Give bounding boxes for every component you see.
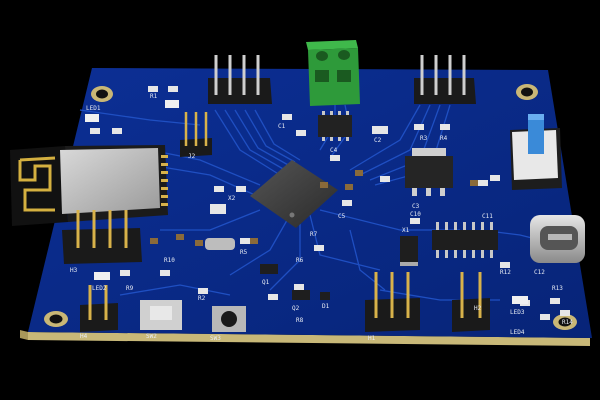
label-r9: R9 [126,285,134,292]
leds [85,100,528,304]
header-h2 [452,272,490,332]
smd-components [90,86,570,320]
label-r10: R10 [164,257,175,264]
eeprom-chip [318,111,352,141]
slide-switch[interactable] [510,114,562,190]
mcu-chip [250,160,338,228]
label-led1: LED1 [86,105,101,112]
label-c3: C3 [412,203,420,210]
label-led2: LED2 [92,285,107,292]
label-r14: R14 [562,319,573,326]
voltage-regulator [405,148,453,196]
wifi-module [10,145,168,226]
label-r13: R13 [552,285,563,292]
label-led4: LED4 [510,329,525,336]
label-c11: C11 [482,213,493,220]
label-c2: C2 [374,137,382,144]
label-r2: R2 [198,295,206,302]
label-h3: H3 [70,267,78,274]
header-top-right [414,55,476,104]
push-button-sw2[interactable] [140,300,182,330]
label-c10: C10 [410,211,421,218]
terminal-block-j1 [306,40,360,106]
board-edge [28,332,590,346]
push-button-sw3[interactable] [212,306,246,332]
label-x1: X1 [402,227,410,234]
label-c1: C1 [278,123,286,130]
label-r5: R5 [240,249,248,256]
label-r7: R7 [310,231,318,238]
label-d1: D1 [322,303,330,310]
usb-c-port[interactable] [530,215,585,263]
diode [400,236,418,266]
label-c4: C4 [330,147,338,154]
header-j2 [180,112,212,157]
driver-ic [432,222,498,258]
label-r8: R8 [296,317,304,324]
header-h8 [365,272,420,332]
header-h4 [80,285,118,332]
label-r6: R6 [296,257,304,264]
label-r4: R4 [440,135,448,142]
label-sw3: SW3 [210,335,221,342]
label-c12: C12 [534,269,545,276]
header-h3 [62,210,142,264]
mounting-holes [44,84,577,330]
label-c5: C5 [338,213,346,220]
label-q2: Q2 [292,305,300,312]
label-r3: R3 [420,135,428,142]
label-sw2: SW2 [146,333,157,340]
label-r1: R1 [150,93,158,100]
label-led3: LED3 [510,309,525,316]
label-j2: J2 [188,153,196,160]
label-q1: Q1 [262,279,270,286]
label-h2: H2 [474,305,482,312]
label-x2: X2 [228,195,236,202]
header-top-left [208,55,272,104]
label-h1: H1 [368,335,376,342]
label-h4: H4 [80,333,88,340]
label-r12: R12 [500,269,511,276]
